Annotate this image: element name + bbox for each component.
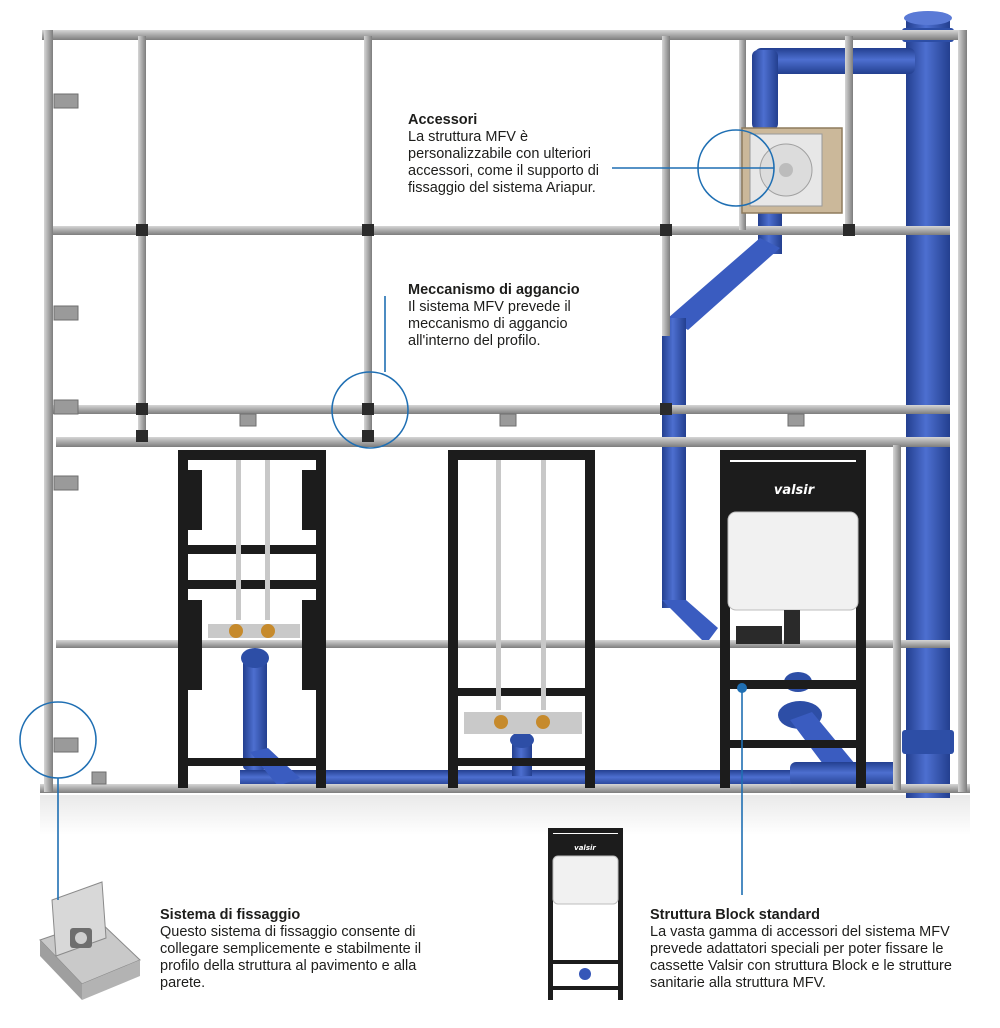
frame-rail-middle [50,405,950,414]
callout-fissaggio-body: Questo sistema di fissaggio consente di … [160,924,422,991]
frame-top-rail [42,30,967,40]
callout-meccanismo-body: Il sistema MFV prevede il meccanismo di … [408,299,571,349]
frame-rail-bottom [40,784,970,793]
valsir-logo-small: valsir [574,844,596,852]
wc-frame-middle [448,450,595,788]
callout-block: Struttura Block standard La vasta gamma … [650,907,970,992]
callout-block-title: Struttura Block standard [650,907,820,923]
wc-frame-right [720,450,866,788]
wc-frame-left [178,450,326,788]
frame-rail-lower [56,640,950,648]
callout-accessori-body: La struttura MFV è personalizzabile con … [408,129,599,196]
block-structure-detail: valsir [548,828,623,1000]
callout-accessori: Accessori La struttura MFV è personalizz… [408,112,608,197]
callout-accessori-title: Accessori [408,112,478,128]
floor-reflection [40,795,970,835]
mfv-frame [40,30,970,793]
callout-meccanismo-title: Meccanismo di aggancio [408,282,580,298]
frame-rail-upper [50,226,950,235]
callout-block-body: La vasta gamma di accessori del sistema … [650,924,952,991]
valsir-logo: valsir [774,483,816,498]
frame-rail-main [56,437,950,447]
callout-fissaggio: Sistema di fissaggio Questo sistema di f… [160,907,460,992]
callout-meccanismo: Meccanismo di aggancio Il sistema MFV pr… [408,282,618,350]
callout-fissaggio-title: Sistema di fissaggio [160,907,301,923]
fixing-bracket-detail [39,881,141,1000]
callout-dot-block [737,683,747,693]
callout-circle-meccanismo [331,371,409,449]
